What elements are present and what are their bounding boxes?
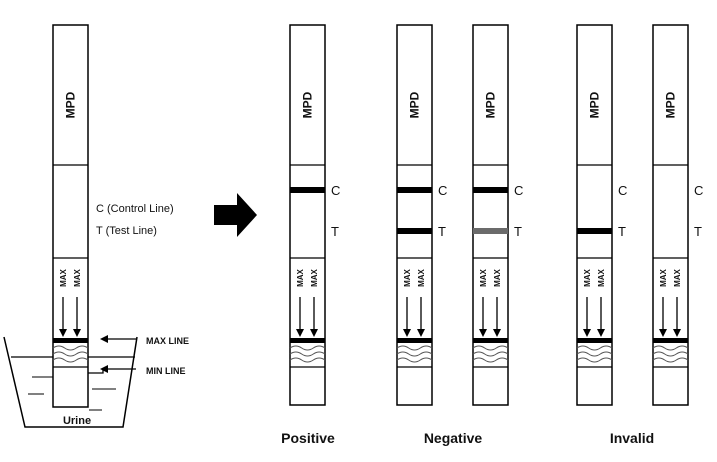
absorbent-wave: [396, 357, 433, 363]
min-line-label: MIN LINE: [146, 366, 186, 376]
c-letter: C: [694, 183, 703, 198]
arrow-down-icon: [583, 329, 591, 337]
max-marker-label: MAX: [583, 268, 592, 286]
max-marker-label: MAX: [296, 268, 305, 286]
absorbent-wave: [52, 357, 89, 363]
absorbent-wave: [472, 357, 509, 363]
absorbent-wave: [52, 345, 89, 351]
urine-cup: [3, 336, 138, 428]
instruction-strip: MPD MAX MAX: [52, 24, 89, 408]
absorbent-wave: [576, 357, 613, 363]
result-label-negative: Negative: [424, 430, 483, 446]
strip-outline: [52, 24, 89, 408]
c-letter: C: [618, 183, 627, 198]
t-letter: T: [514, 224, 522, 239]
result-strip-negative: MPD C T MAX MAX: [396, 24, 447, 406]
control-band: [473, 187, 508, 193]
arrow-down-icon: [59, 329, 67, 337]
max-line-bar: [397, 338, 432, 343]
max-marker-label: MAX: [673, 268, 682, 286]
max-marker-label: MAX: [59, 268, 68, 286]
max-marker-label: MAX: [659, 268, 668, 286]
control-band: [397, 187, 432, 193]
result-label-invalid: Invalid: [610, 430, 654, 446]
min-line-pointer: [88, 368, 136, 374]
c-letter: C: [438, 183, 447, 198]
arrow-down-icon: [597, 329, 605, 337]
result-label-positive: Positive: [281, 430, 335, 446]
absorbent-wave: [472, 351, 509, 357]
strip-outline: [576, 24, 613, 406]
test-band: [577, 228, 612, 234]
max-marker-label: MAX: [310, 268, 319, 286]
arrow-down-icon: [493, 329, 501, 337]
arrow-down-icon: [417, 329, 425, 337]
absorbent-wave: [652, 351, 689, 357]
strip-drug-label: MPD: [664, 91, 678, 118]
max-marker-label: MAX: [597, 268, 606, 286]
max-line-bar: [473, 338, 508, 343]
arrow-right-icon: [214, 193, 257, 237]
strip-drug-label: MPD: [408, 91, 422, 118]
strip-outline: [396, 24, 433, 406]
max-marker-label: MAX: [417, 268, 426, 286]
arrow-left-icon: [100, 335, 108, 343]
result-strip-invalid: MPD C T MAX MAX: [576, 24, 627, 406]
test-band: [397, 228, 432, 234]
control-band: [290, 187, 325, 193]
t-letter: T: [331, 224, 339, 239]
absorbent-wave: [576, 345, 613, 351]
c-letter: C: [514, 183, 523, 198]
arrow-down-icon: [73, 329, 81, 337]
arrow-down-icon: [673, 329, 681, 337]
absorbent-wave: [576, 351, 613, 357]
strip-outline: [472, 24, 509, 406]
absorbent-wave: [52, 351, 89, 357]
max-marker-label: MAX: [479, 268, 488, 286]
arrow-down-icon: [659, 329, 667, 337]
arrow-down-icon: [296, 329, 304, 337]
absorbent-wave: [396, 345, 433, 351]
result-labels: Positive Negative Invalid: [281, 430, 654, 446]
strip-outline: [289, 24, 326, 406]
max-line-bar: [53, 338, 88, 343]
arrow-down-icon: [479, 329, 487, 337]
arrow-left-icon: [100, 365, 108, 373]
strip-drug-label: MPD: [484, 91, 498, 118]
strip-drug-label: MPD: [588, 91, 602, 118]
max-marker-label: MAX: [403, 268, 412, 286]
test-band: [473, 228, 508, 234]
result-strip-invalid: MPD C T MAX MAX: [652, 24, 703, 406]
max-line-bar: [290, 338, 325, 343]
max-line-bar: [653, 338, 688, 343]
strip-drug-label: MPD: [301, 91, 315, 118]
absorbent-wave: [289, 345, 326, 351]
max-marker-label: MAX: [73, 268, 82, 286]
t-letter: T: [438, 224, 446, 239]
absorbent-wave: [652, 357, 689, 363]
c-letter: C: [331, 183, 340, 198]
strip-drug-label: MPD: [64, 91, 78, 118]
legend-control-line: C (Control Line): [96, 203, 174, 215]
absorbent-wave: [289, 351, 326, 357]
absorbent-wave: [289, 357, 326, 363]
max-line-bar: [577, 338, 612, 343]
cup-group: Urine MAX LINE MIN LINE: [3, 335, 189, 428]
t-letter: T: [618, 224, 626, 239]
t-letter: T: [694, 224, 702, 239]
arrow-down-icon: [310, 329, 318, 337]
result-strip-positive: MPD C T MAX MAX: [289, 24, 340, 406]
max-marker-label: MAX: [493, 268, 502, 286]
legend: C (Control Line) T (Test Line): [96, 203, 174, 237]
strip-outline: [652, 24, 689, 406]
result-strip-negative: MPD C T MAX MAX: [472, 24, 523, 406]
absorbent-wave: [396, 351, 433, 357]
absorbent-wave: [652, 345, 689, 351]
legend-test-line: T (Test Line): [96, 225, 157, 237]
arrow-down-icon: [403, 329, 411, 337]
urine-label: Urine: [63, 415, 91, 427]
absorbent-wave: [472, 345, 509, 351]
max-line-label: MAX LINE: [146, 336, 189, 346]
